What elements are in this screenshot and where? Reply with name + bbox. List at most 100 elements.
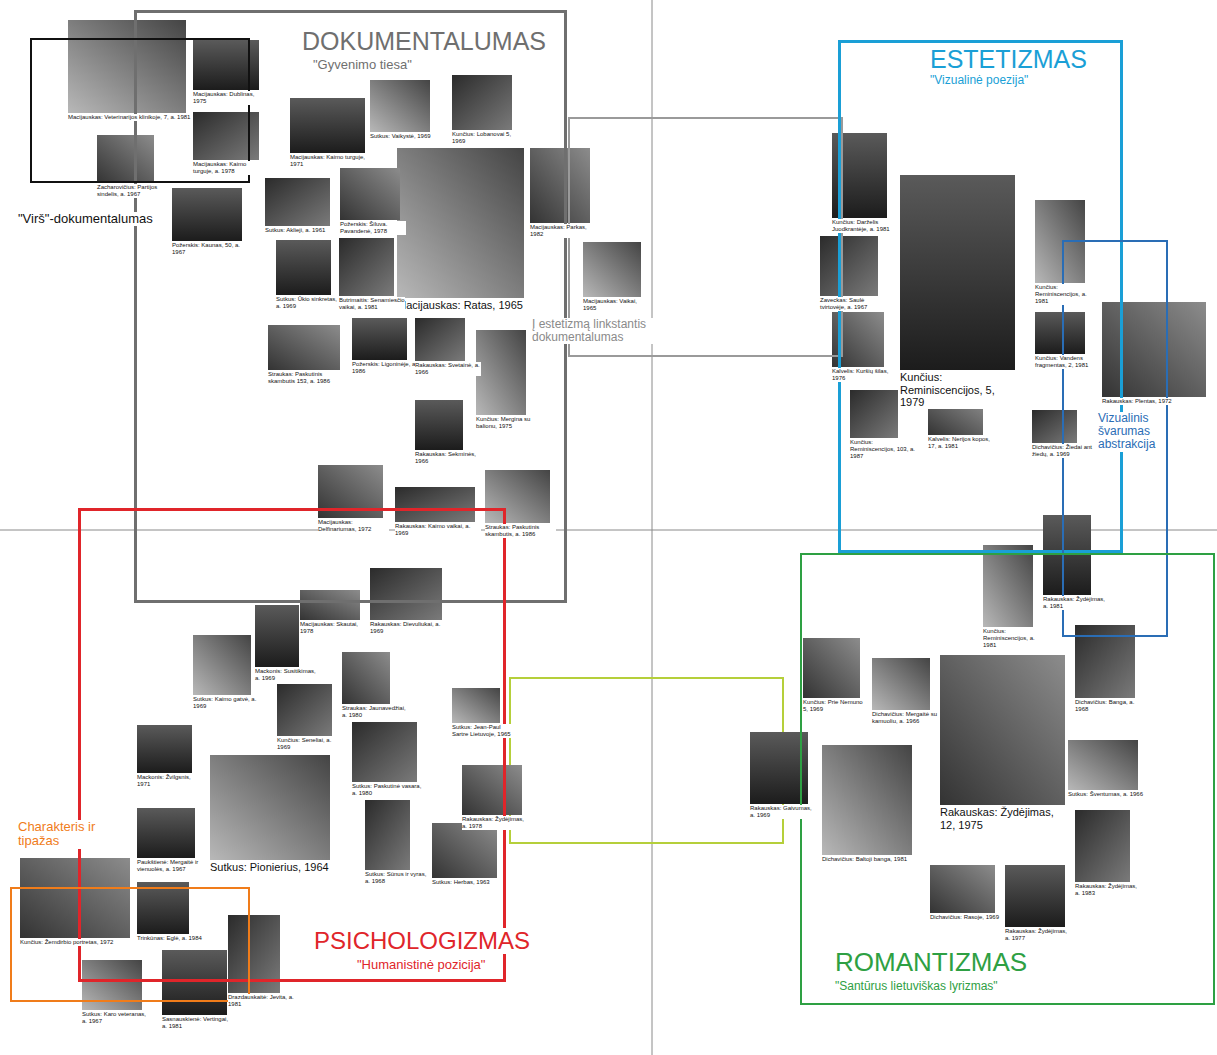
photo-caption: Straukas: Paskutinis skambutis, a. 1986: [485, 524, 556, 538]
photo-caption: Kunčius: Mergina su balionu, 1975: [476, 416, 542, 430]
photo: [452, 75, 512, 130]
photo-caption: Macijauskas: Dublinas, 1975: [193, 91, 265, 105]
photo: [97, 135, 154, 183]
photo-caption: Zaveckas: Saulė tvirtovėje, a. 1967: [820, 297, 886, 311]
photo-caption: Paukštienė: Mergaitė ir vienuolės, a. 19…: [137, 859, 203, 873]
photo: [872, 658, 930, 710]
category-heading: Vizualinis švarumas abstrakcija: [1096, 412, 1166, 452]
photo-caption: Sutkus: Jean-Paul Sartre Lietuvoje, 1965: [452, 724, 518, 738]
photo-caption: Rakauskas: Žydėjimas, a. 1977: [1005, 928, 1071, 942]
photo-caption: Trinkūnas: Eglė, a. 1984: [137, 935, 202, 942]
link-frame: [510, 678, 783, 843]
photo: [397, 148, 524, 298]
category-subtitle: "Vizualinė poezija": [930, 74, 1028, 87]
category-box: Į estetizmą linkstantis dokumentalumas: [568, 117, 843, 357]
photo-caption: Sutkus: Aklieji, a. 1961: [265, 227, 325, 234]
photo-caption: Butrimaitis: Senamiesčio vaikai, a. 1981: [339, 297, 405, 311]
photo-caption: Dichavičius: Baltoji banga, 1981: [822, 856, 907, 863]
photo: [172, 188, 242, 241]
photo-caption: Macijauskas: Ratas, 1965: [397, 299, 523, 312]
category-subtitle: "Gyvenimo tiesa": [313, 58, 412, 72]
photo-caption: Kunčius: Lobanovai 5, 1969: [452, 131, 518, 145]
photo-caption: Dichavičius: Rasoje, 1969: [930, 914, 999, 921]
photo-caption: Rakauskas: Žydėjimas, a. 1978: [462, 816, 528, 830]
photo: [137, 725, 192, 773]
photo: [432, 823, 497, 878]
photo-caption: Drazdauskaitė: Jevita, a. 1981: [228, 994, 294, 1008]
photo: [300, 590, 360, 620]
photo: [1043, 515, 1091, 595]
photo-caption: Rakauskas: Sekminės, 1966: [415, 451, 481, 465]
photo: [1068, 740, 1138, 790]
photo-caption: Kunčius: Reminiscencijos, a. 1981: [1035, 284, 1101, 305]
photo-caption: Rakauskas: Plentas, 1972: [1102, 398, 1172, 405]
photo: [1075, 810, 1130, 882]
category-heading: ROMANTIZMAS: [835, 948, 1027, 977]
photo: [983, 545, 1033, 627]
photo: [339, 238, 394, 296]
photo-caption: Straukas: Jaunavedžiai, a. 1980: [342, 705, 408, 719]
photo-caption: Sutkus: Vaikystė, 1969: [370, 133, 431, 140]
photo-caption: Macijauskas: Parkas, 1982: [530, 224, 596, 238]
category-subtitle: "Santūrus lietuviškas lyrizmas": [835, 980, 998, 993]
photo: [395, 487, 475, 522]
photo-caption: Kunčius: Darželis Juodkrantėje, a. 1981: [832, 219, 898, 233]
photo: [476, 330, 526, 415]
photo-caption: Kunčius: Prie Nemuno 5, 1969: [803, 699, 869, 713]
photo: [1005, 865, 1065, 927]
photo: [583, 242, 641, 297]
category-heading: PSICHOLOGIZMAS: [312, 928, 532, 954]
photo: [1102, 302, 1206, 397]
photo: [415, 400, 463, 450]
photo: [137, 882, 189, 934]
photo: [370, 80, 430, 132]
photo: [276, 240, 331, 295]
photo-caption: Sutkus: Ūkio sinkretas, a. 1969: [276, 296, 342, 310]
photo-caption: Požerskis: Kaunas, 50, a. 1967: [172, 242, 248, 256]
photo: [930, 865, 995, 913]
photo-caption: Požerskis: Ligoninėje, a. 1986: [352, 361, 418, 375]
photo-caption: Mackonis: Susitikimas, a. 1969: [255, 668, 321, 682]
category-heading: Į estetizmą linkstantis dokumentalumas: [530, 318, 669, 344]
photo-caption: Macijauskas: Kaimo turguje, a. 1978: [193, 161, 265, 175]
photo: [290, 98, 365, 153]
axis-line: [652, 0, 653, 1055]
photo: [255, 605, 299, 667]
photo-caption: Macijauskas: Kaimo turguje, 1971: [290, 154, 371, 168]
photo-caption: Sutkus: Paskutinė vasara, a. 1980: [352, 783, 423, 797]
photo-caption: Sutkus: Šventumas, a. 1966: [1068, 791, 1143, 798]
photo: [137, 808, 195, 858]
photo: [162, 950, 227, 1015]
photo-caption: Kunčius: Reminiscencijos, 103, a. 1987: [850, 439, 916, 460]
photo-caption: Zacharovičius: Partijos sindelis, a. 196…: [97, 184, 163, 198]
photo: [452, 688, 500, 723]
photo: [485, 470, 550, 523]
photo: [462, 765, 522, 815]
photo: [268, 325, 340, 370]
photo: [277, 684, 332, 736]
photo-caption: Kunčius: Seneliai, a. 1969: [277, 737, 343, 751]
photo: [370, 568, 442, 620]
photo: [820, 236, 878, 296]
photo-caption: Sutkus: Sūnus ir vyras, a. 1968: [365, 871, 431, 885]
photo-caption: Dichavičius: Žiedai ant žiedų, a. 1969: [1032, 444, 1098, 458]
photo-caption: Dichavičius: Mergaitė su kamuoliu, a. 19…: [872, 711, 938, 725]
photo: [352, 318, 407, 360]
photo-caption: Kalvelis: Kuršių šilas, 1976: [832, 368, 898, 382]
photo-caption: Rakauskas: Žydėjimas, 12, 1975: [940, 806, 1065, 831]
category-heading: ESTETIZMAS: [930, 46, 1087, 74]
photo-caption: Sutkus: Kaimo gatvė, a. 1969: [193, 696, 259, 710]
photo-caption: Rakauskas: Žydėjimas, a. 1983: [1075, 883, 1141, 897]
photo-caption: Rakauskas: Gaivumas, a. 1969: [750, 805, 816, 819]
photo-caption: Kunčius: Reminiscencijos, a. 1981: [983, 628, 1049, 649]
photo: [340, 168, 400, 220]
photo-caption: Macijauskas: Delfinariumas, 1972: [318, 519, 389, 533]
category-heading: Charakteris ir tipažas: [16, 820, 115, 849]
photo-caption: Dichavičius: Banga, a. 1968: [1075, 699, 1141, 713]
category-heading: "Virš"-dokumentalumas: [16, 212, 155, 226]
photo: [352, 722, 417, 782]
photo-caption: Sasnauskienė: Vertingai, a. 1981: [162, 1016, 233, 1030]
photo-caption: Sutkus: Karo veteranas, a. 1967: [82, 1011, 148, 1025]
photo: [940, 655, 1065, 805]
